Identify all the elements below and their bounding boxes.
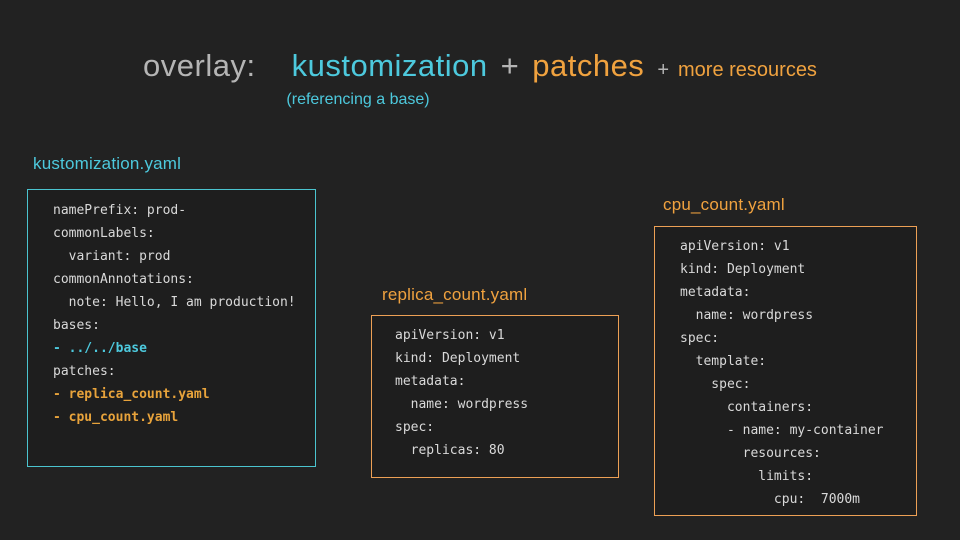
code-line: - name: my-container	[680, 423, 884, 438]
panel-label-kustomization-yaml: kustomization.yaml	[33, 154, 182, 173]
code-line: metadata:	[395, 374, 466, 389]
title-patches: patches	[532, 48, 645, 83]
panel-label-replica-count-yaml: replica_count.yaml	[382, 285, 528, 304]
code-line: apiVersion: v1	[395, 328, 505, 343]
title-kustomization: kustomization	[291, 48, 488, 83]
code-line: spec:	[395, 420, 435, 435]
code-line: commonLabels:	[53, 226, 155, 241]
code-line: kind: Deployment	[680, 262, 806, 277]
code-line: bases:	[53, 318, 100, 333]
code-line: replicas: 80	[395, 443, 505, 458]
code-line: - cpu_count.yaml	[53, 410, 179, 425]
code-line: containers:	[680, 400, 814, 415]
code-line: - replica_count.yaml	[53, 387, 210, 402]
code-line: name: wordpress	[395, 397, 529, 412]
code-line: limits:	[680, 469, 814, 484]
title-plus-1: +	[500, 48, 520, 83]
code-line: resources:	[680, 446, 821, 461]
code-line: kind: Deployment	[395, 351, 521, 366]
code-line: variant: prod	[53, 249, 171, 264]
code-block: namePrefix: prod-commonLabels: variant: …	[53, 199, 315, 429]
code-line: apiVersion: v1	[680, 239, 790, 254]
code-line: patches:	[53, 364, 116, 379]
code-line: template:	[680, 354, 767, 369]
code-line: commonAnnotations:	[53, 272, 194, 287]
slide-title: overlay: kustomization + patches + more …	[0, 48, 960, 84]
title-subtitle: (referencing a base)	[286, 91, 430, 108]
code-line: note: Hello, I am production!	[53, 295, 296, 310]
code-line: namePrefix: prod-	[53, 203, 187, 218]
code-line: spec:	[680, 331, 720, 346]
code-line: spec:	[680, 377, 751, 392]
title-more-resources: more resources	[678, 59, 817, 81]
code-line: name: wordpress	[680, 308, 814, 323]
code-line: - ../../base	[53, 341, 147, 356]
code-box-kustomization-yaml: namePrefix: prod-commonLabels: variant: …	[27, 189, 316, 467]
title-overlay: overlay:	[143, 48, 256, 83]
code-line: cpu: 7000m	[680, 492, 861, 507]
code-line: metadata:	[680, 285, 751, 300]
panel-label-cpu-count-yaml: cpu_count.yaml	[663, 195, 785, 214]
title-plus-2: +	[657, 59, 669, 81]
